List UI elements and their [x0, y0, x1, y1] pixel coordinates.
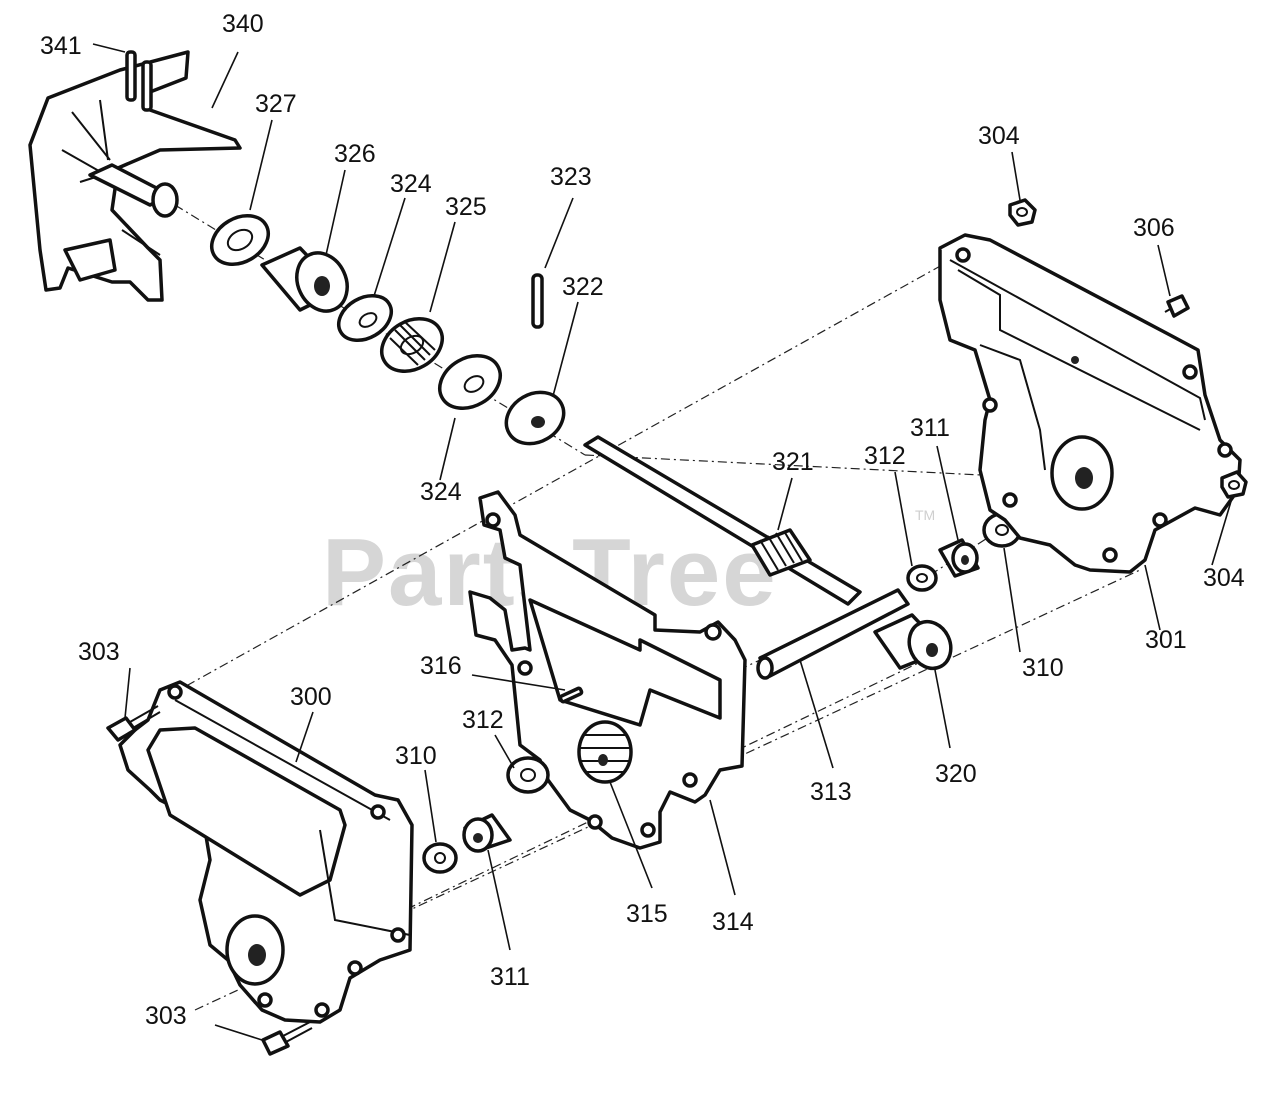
label-324-upper: 324: [390, 170, 432, 198]
part-304-nut-top[interactable]: [1008, 198, 1037, 227]
label-312-right: 312: [864, 442, 906, 470]
label-310-left: 310: [395, 742, 437, 770]
part-315-gear[interactable]: [577, 720, 633, 784]
part-303-bolt-bottom[interactable]: [261, 1021, 313, 1056]
label-311-left: 311: [490, 963, 530, 991]
part-326-bushing[interactable]: [260, 245, 356, 320]
part-324-washer-lower[interactable]: [430, 345, 509, 419]
label-323: 323: [550, 163, 592, 191]
part-316-key[interactable]: [558, 686, 584, 704]
label-321: 321: [772, 448, 814, 476]
label-314: 314: [712, 908, 754, 936]
label-341: 341: [40, 32, 82, 60]
label-303-top: 303: [78, 638, 120, 666]
label-322: 322: [562, 273, 604, 301]
watermark-trademark: TM: [915, 507, 935, 523]
part-312-washer-right[interactable]: [906, 564, 938, 592]
label-327: 327: [255, 90, 297, 118]
label-301: 301: [1145, 626, 1187, 654]
label-300: 300: [290, 683, 332, 711]
part-306-fitting[interactable]: [1164, 294, 1190, 318]
label-311-right: 311: [910, 414, 950, 442]
part-321-worm-shaft[interactable]: [583, 435, 862, 606]
label-340: 340: [222, 10, 264, 38]
part-325-thrust-bearing[interactable]: [372, 308, 451, 382]
part-301-gear-housing[interactable]: [938, 233, 1242, 574]
label-303-bottom: 303: [145, 1002, 187, 1030]
part-323-pin[interactable]: [531, 273, 544, 329]
part-304-nut-right[interactable]: [1220, 470, 1248, 499]
part-labels: 341 340 327 326 324 325 323 322 324 321 …: [40, 10, 1245, 1030]
label-304-right: 304: [1203, 564, 1245, 592]
label-315: 315: [626, 900, 668, 928]
part-310-washer-left[interactable]: [422, 842, 458, 874]
label-320: 320: [935, 760, 977, 788]
label-326: 326: [334, 140, 376, 168]
label-310-right: 310: [1022, 654, 1064, 682]
part-311-bushing-left[interactable]: [462, 813, 512, 853]
label-306: 306: [1133, 214, 1175, 242]
label-313: 313: [810, 778, 852, 806]
part-311-bushing-right[interactable]: [938, 538, 980, 578]
part-341-pins[interactable]: [125, 50, 153, 112]
label-325: 325: [445, 193, 487, 221]
part-340-chute-bracket[interactable]: [28, 50, 242, 302]
part-324-washer-upper[interactable]: [331, 287, 399, 350]
label-316: 316: [420, 652, 462, 680]
part-312-washer-left[interactable]: [506, 756, 550, 794]
leader-lines: [92, 43, 1233, 1041]
label-304-top: 304: [978, 122, 1020, 150]
part-322-collar[interactable]: [497, 382, 573, 454]
part-303-bolt-top[interactable]: [106, 705, 161, 742]
part-300-gear-housing[interactable]: [118, 680, 414, 1024]
label-312-left: 312: [462, 706, 504, 734]
part-320-bearing[interactable]: [873, 613, 958, 675]
part-313-shaft[interactable]: [756, 588, 910, 680]
label-324-lower: 324: [420, 478, 462, 506]
part-327-washer[interactable]: [203, 206, 277, 274]
